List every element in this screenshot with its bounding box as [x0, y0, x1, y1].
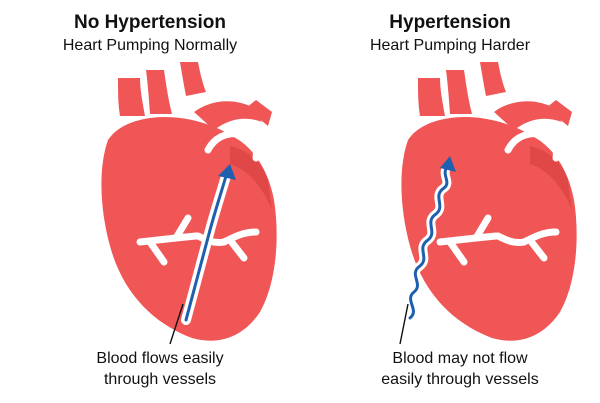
pointer-line	[169, 303, 184, 345]
heart-icon	[101, 62, 277, 345]
panel-hypertension: Hypertension Heart Pumping Harder	[300, 0, 600, 403]
caption-line-1: Blood may not flow	[392, 350, 528, 367]
panel-subtitle: Heart Pumping Harder	[369, 37, 531, 54]
blood-flow-vessel-constricted	[405, 161, 453, 323]
arrow-up-icon	[218, 164, 236, 180]
heart-body	[401, 62, 577, 341]
panel-title: No Hypertension	[73, 12, 227, 33]
panel-title: Hypertension	[389, 12, 511, 33]
panel-subtitle: Heart Pumping Normally	[62, 37, 238, 54]
panel-caption: Blood may not flow easily through vessel…	[310, 348, 600, 390]
heart-icon	[399, 62, 577, 345]
caption-line-2: through vessels	[103, 371, 217, 388]
arrow-up-icon	[440, 156, 456, 172]
panel-caption: Blood flows easily through vessels	[10, 348, 310, 390]
caption-line-2: easily through vessels	[381, 371, 539, 388]
panel-no-hypertension: No Hypertension Heart Pumping Normally	[62, 12, 277, 388]
pointer-line	[399, 303, 409, 345]
caption-line-1: Blood flows easily	[96, 350, 224, 367]
blood-vessel-icon	[436, 130, 560, 266]
blood-flow-vessel	[181, 171, 231, 325]
